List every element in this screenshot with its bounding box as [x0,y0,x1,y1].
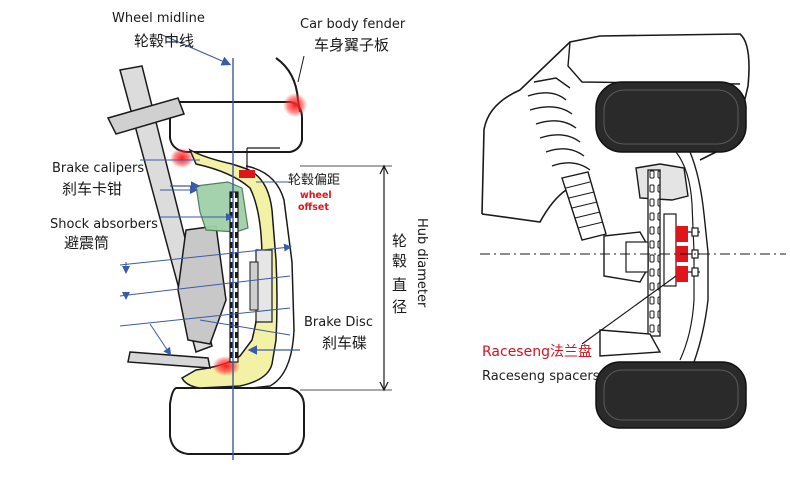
hub-diameter-dimension [300,164,392,392]
spacer-pointer [581,275,677,345]
hub-diameter-cn-3: 直 [392,276,407,294]
hub-diameter-cn-2: 毂 [392,252,407,270]
shock-label-en: Shock absorbers [50,217,158,232]
left-rim-outer-lip [245,165,295,389]
raceseng-label-en: Raceseng spacers [482,369,600,384]
shock-absorber-tube [106,97,185,135]
hub-diameter-cn-1: 轮 [392,232,407,250]
right-panel: Raceseng法兰盘 Raceseng spacers [480,33,786,429]
knuckle [177,225,227,345]
right-upper-tyre [595,81,747,153]
raceseng-label-cn: Raceseng法兰盘 [482,343,592,360]
calipers-label-en: Brake calipers [52,161,144,176]
right-rim [689,151,709,363]
left-upper-tyre [168,101,303,153]
lower-arm [127,351,211,369]
right-brake-disc [647,169,661,337]
wheel-midline-label-en: Wheel midline [112,11,205,26]
left-rim [181,148,278,389]
reference-lines [119,159,292,336]
wheel-midline-label-cn: 轮毂中线 [134,32,194,50]
right-lower-tyre [595,361,747,429]
right-caliper [635,163,689,201]
disc-label-cn: 刹车碟 [322,334,367,352]
hub-diameter-cn-4: 径 [392,298,407,316]
offset-label-en-1: wheel [300,190,332,201]
calipers-label-cn: 刹车卡钳 [62,180,122,198]
caliper-heat-top [170,148,194,168]
offset-label-cn: 轮毂偏距 [288,173,340,188]
brake-caliper [195,181,249,233]
offset-label-en-2: offset [298,202,329,213]
disc-label-en: Brake Disc [304,315,373,330]
coil-spring [527,77,591,171]
fender-label-en: Car body fender [300,17,406,32]
brake-disc [229,191,239,363]
fender-hotspot [283,93,307,117]
offset-marker [239,170,255,178]
shock-label-cn: 避震筒 [64,234,109,252]
right-lower-arm [599,329,662,357]
left-panel: Wheel midline 轮毂中线 Car body fender 车身翼子板… [50,11,429,460]
left-dimension-ticks [122,262,172,356]
left-lower-tyre [169,387,305,455]
right-damper [561,171,607,241]
fender-label-cn: 车身翼子板 [314,36,389,54]
hub-diameter-label-en: Hub diameter [414,218,429,308]
